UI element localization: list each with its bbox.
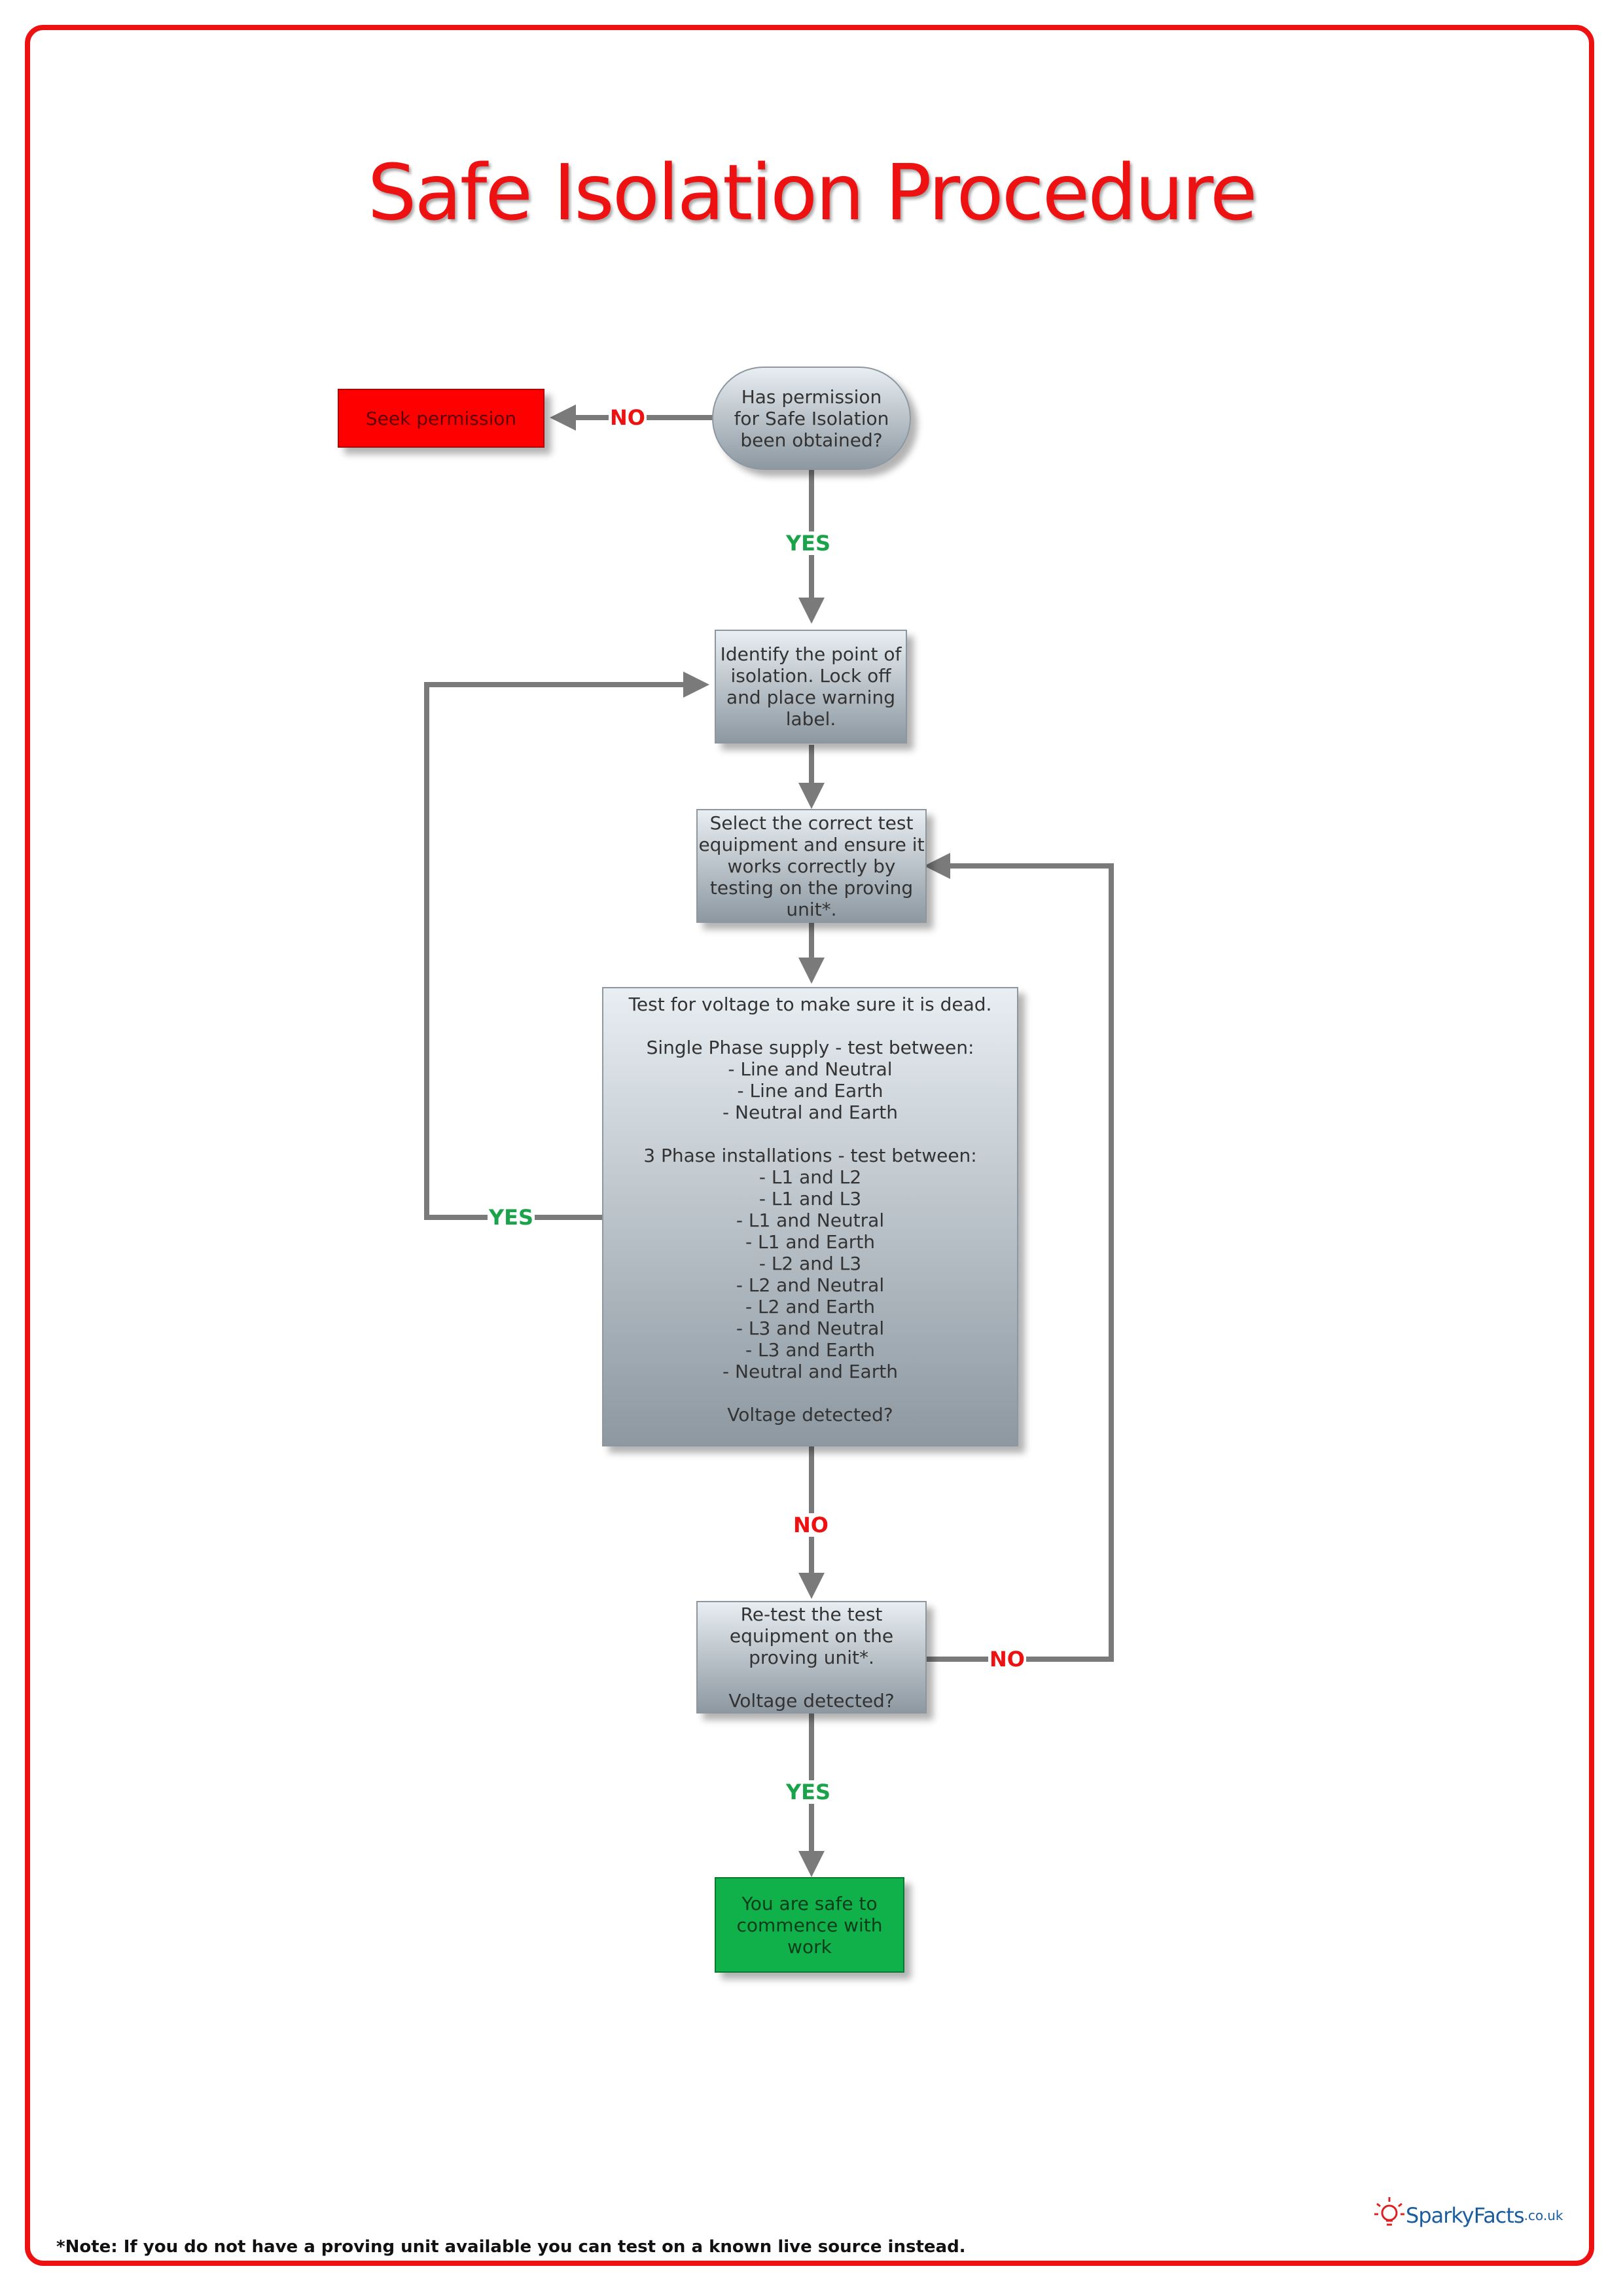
page-border xyxy=(25,25,1594,2266)
logo-suffix: .co.uk xyxy=(1524,2208,1563,2223)
safe-to-work-box: You are safe to commence with work xyxy=(715,1877,904,1973)
select-equipment-box: Select the correct test equipment and en… xyxy=(696,809,927,923)
logo-brand: SparkyFacts xyxy=(1406,2203,1525,2228)
label-yes-permission: YES xyxy=(785,531,832,556)
footer-note: *Note: If you do not have a proving unit… xyxy=(56,2237,966,2257)
identify-isolation-box: Identify the point of isolation. Lock of… xyxy=(715,630,907,744)
label-no-retest: NO xyxy=(988,1647,1026,1672)
lightbulb-icon xyxy=(1373,2195,1406,2236)
page-title: Safe Isolation Procedure xyxy=(367,147,1258,238)
label-yes-voltage: YES xyxy=(488,1205,535,1230)
retest-equipment-box: Re-test the test equipment on the provin… xyxy=(696,1601,927,1713)
label-no-permission: NO xyxy=(609,405,647,430)
label-yes-retest: YES xyxy=(785,1780,832,1804)
test-voltage-box: Test for voltage to make sure it is dead… xyxy=(602,987,1018,1446)
label-no-voltage: NO xyxy=(792,1513,830,1537)
seek-permission-box: Seek permission xyxy=(338,389,544,448)
sparkyfacts-logo: SparkyFacts.co.uk xyxy=(1373,2195,1563,2236)
decision-permission: Has permission for Safe Isolation been o… xyxy=(712,367,911,470)
